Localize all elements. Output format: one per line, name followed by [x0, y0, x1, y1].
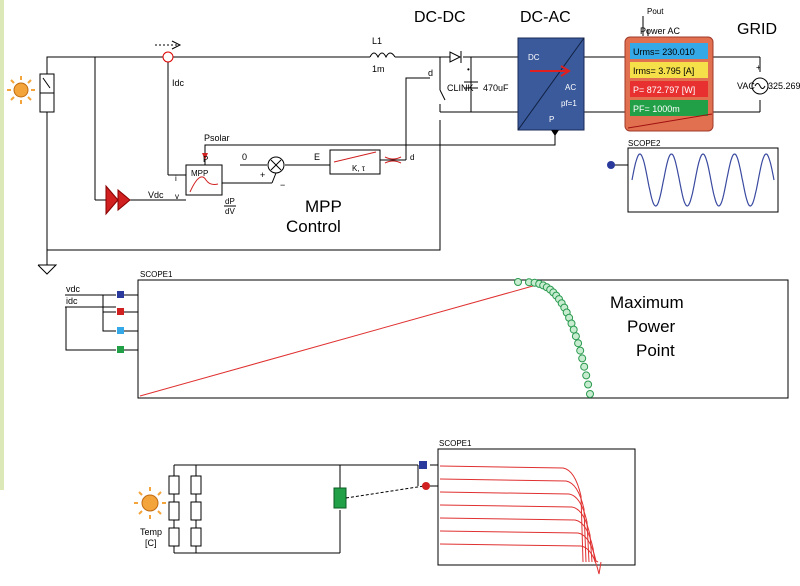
sun-icon-bottom [134, 487, 166, 519]
vac-value: 325.269 [768, 81, 800, 91]
power-readout: P= 872.797 [W] [633, 85, 695, 95]
probe-blue-bottom [419, 461, 427, 469]
ac-voltage-source[interactable] [751, 77, 769, 95]
psolar-label: Psolar [204, 133, 230, 143]
left-edge-bar [0, 0, 4, 490]
mpp-block[interactable] [185, 164, 223, 196]
vac-label: VAC [737, 81, 755, 91]
idc-label: Idc [172, 78, 185, 88]
pv-panel[interactable] [39, 73, 55, 113]
clink-label: CLINK [447, 83, 474, 93]
probe-red-bottom [422, 482, 430, 490]
iv-curve [439, 530, 599, 563]
inductor-l1[interactable] [369, 52, 396, 59]
urms-readout: Urms= 230.010 [633, 47, 695, 57]
switch-d-label: d [428, 68, 433, 78]
sum-minus: − [280, 180, 285, 190]
clink-value: 470uF [483, 83, 509, 93]
zero-label: 0 [242, 152, 247, 162]
diode[interactable] [449, 51, 462, 63]
svg-text:•: • [467, 65, 470, 74]
mpp-sample-point [580, 362, 589, 371]
power-meter[interactable] [624, 36, 714, 132]
iv-curve [439, 465, 584, 563]
iv-curve [439, 478, 587, 563]
scope2-label: SCOPE2 [628, 139, 661, 148]
dc-label: DC [528, 53, 540, 62]
mpp-title-2: Power [627, 317, 676, 336]
pi-label: K, τ [352, 164, 366, 173]
mpp-sample-point [514, 278, 522, 286]
igbt-switch[interactable] [439, 89, 446, 112]
probe-red [117, 308, 124, 315]
iv-curve [439, 491, 590, 563]
summing-junction[interactable] [267, 156, 285, 174]
mpp-sample-point [584, 380, 593, 389]
vac-plus: + [756, 63, 761, 72]
mpp-sample-point [576, 346, 585, 355]
grid-title: GRID [737, 21, 777, 38]
mpp-sample-point [586, 390, 594, 398]
mpp-block-label: MPP [191, 169, 208, 178]
pi-out-d: d [410, 153, 414, 162]
vdc-input-label: vdc [66, 284, 81, 294]
voltage-sensor-icon [105, 184, 131, 216]
scope1b-plot[interactable] [437, 448, 636, 575]
sum-plus: + [260, 170, 265, 180]
mpp-v-label: v [175, 192, 179, 201]
dcdc-title: DC-DC [414, 9, 466, 26]
probe-cyan [117, 327, 124, 334]
mpp-p-label: P [203, 155, 208, 164]
mpp-title-1: Maximum [610, 293, 684, 312]
mpp-control-title-1: MPP [305, 197, 342, 216]
pi-controller-block[interactable] [329, 149, 381, 175]
dpdv-num: dP [225, 197, 235, 206]
iv-curve [439, 517, 596, 563]
temp-label: Temp [140, 527, 162, 537]
scope2-plot[interactable] [627, 147, 779, 213]
mpp-sample-point [582, 371, 591, 380]
pv-array[interactable] [168, 475, 202, 547]
mpp-sample-point [578, 354, 587, 363]
mpp-sample-point [569, 325, 578, 334]
mpp-sample-point [574, 339, 583, 348]
ground-symbol [37, 264, 58, 275]
bottom-wires [173, 464, 438, 554]
mpp-i-label: i [175, 174, 177, 183]
p-label: P [549, 115, 554, 124]
ac-label: AC [565, 83, 576, 92]
irms-readout: Irms= 3.795 [A] [633, 66, 694, 76]
scope1-label: SCOPE1 [140, 270, 173, 279]
dcac-title: DC-AC [520, 9, 571, 26]
current-sensor-icon [155, 40, 182, 63]
pout-label: Pout [647, 7, 664, 16]
e-label: E [314, 152, 320, 162]
l1-value: 1m [372, 64, 385, 74]
sun-icon [7, 76, 35, 104]
probe-blue [117, 291, 124, 298]
l1-label: L1 [372, 36, 382, 46]
probe-green [117, 346, 124, 353]
iv-curve [439, 504, 593, 563]
mpp-control-title-2: Control [286, 217, 341, 236]
mpp-title-3: Point [636, 341, 675, 360]
current-probe[interactable] [333, 487, 347, 509]
scope1-plot[interactable] [137, 278, 789, 399]
dpdv-den: dV [225, 207, 235, 216]
temp-unit: [C] [145, 538, 157, 548]
vdc-label: Vdc [148, 190, 164, 200]
pf-readout: PF= 1000m [633, 104, 680, 114]
power-ac-label: Power AC [640, 26, 681, 36]
idc-input-label: idc [66, 296, 78, 306]
scope1-inputs [65, 294, 138, 351]
main-wires [46, 56, 761, 265]
iv-curve [439, 543, 602, 575]
mpp-sample-point [571, 332, 580, 341]
capacitor-clink[interactable]: • [464, 65, 478, 89]
scope1b-label: SCOPE1 [439, 439, 472, 448]
pf-label: pf=1 [561, 99, 577, 108]
